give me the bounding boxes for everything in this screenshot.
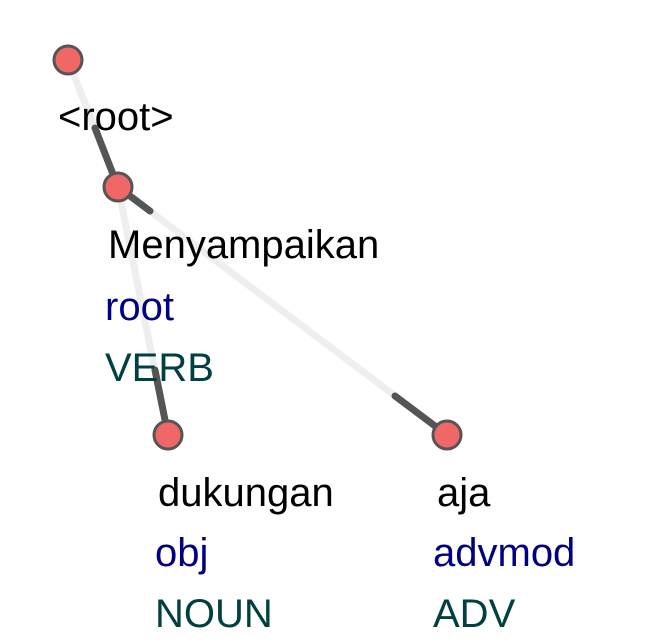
aja-pos: ADV [433, 592, 516, 636]
menyampaikan-word: Menyampaikan [108, 223, 379, 267]
node-aja [431, 419, 463, 451]
root-word: <root> [58, 95, 174, 139]
labels: <root> Menyampaikan root VERB dukungan o… [58, 95, 575, 636]
dukungan-pos: NOUN [155, 592, 273, 636]
dukungan-word: dukungan [158, 471, 334, 515]
dukungan-deprel: obj [155, 531, 208, 575]
aja-word: aja [437, 471, 491, 515]
menyampaikan-pos: VERB [105, 346, 214, 390]
node-root [52, 44, 84, 76]
edge-menyampaikan-to-aja [114, 183, 451, 439]
aja-deprel: advmod [433, 531, 575, 575]
menyampaikan-deprel: root [105, 285, 174, 329]
node-dukungan [152, 419, 184, 451]
nodes [52, 44, 463, 451]
node-menyampaikan [102, 171, 134, 203]
